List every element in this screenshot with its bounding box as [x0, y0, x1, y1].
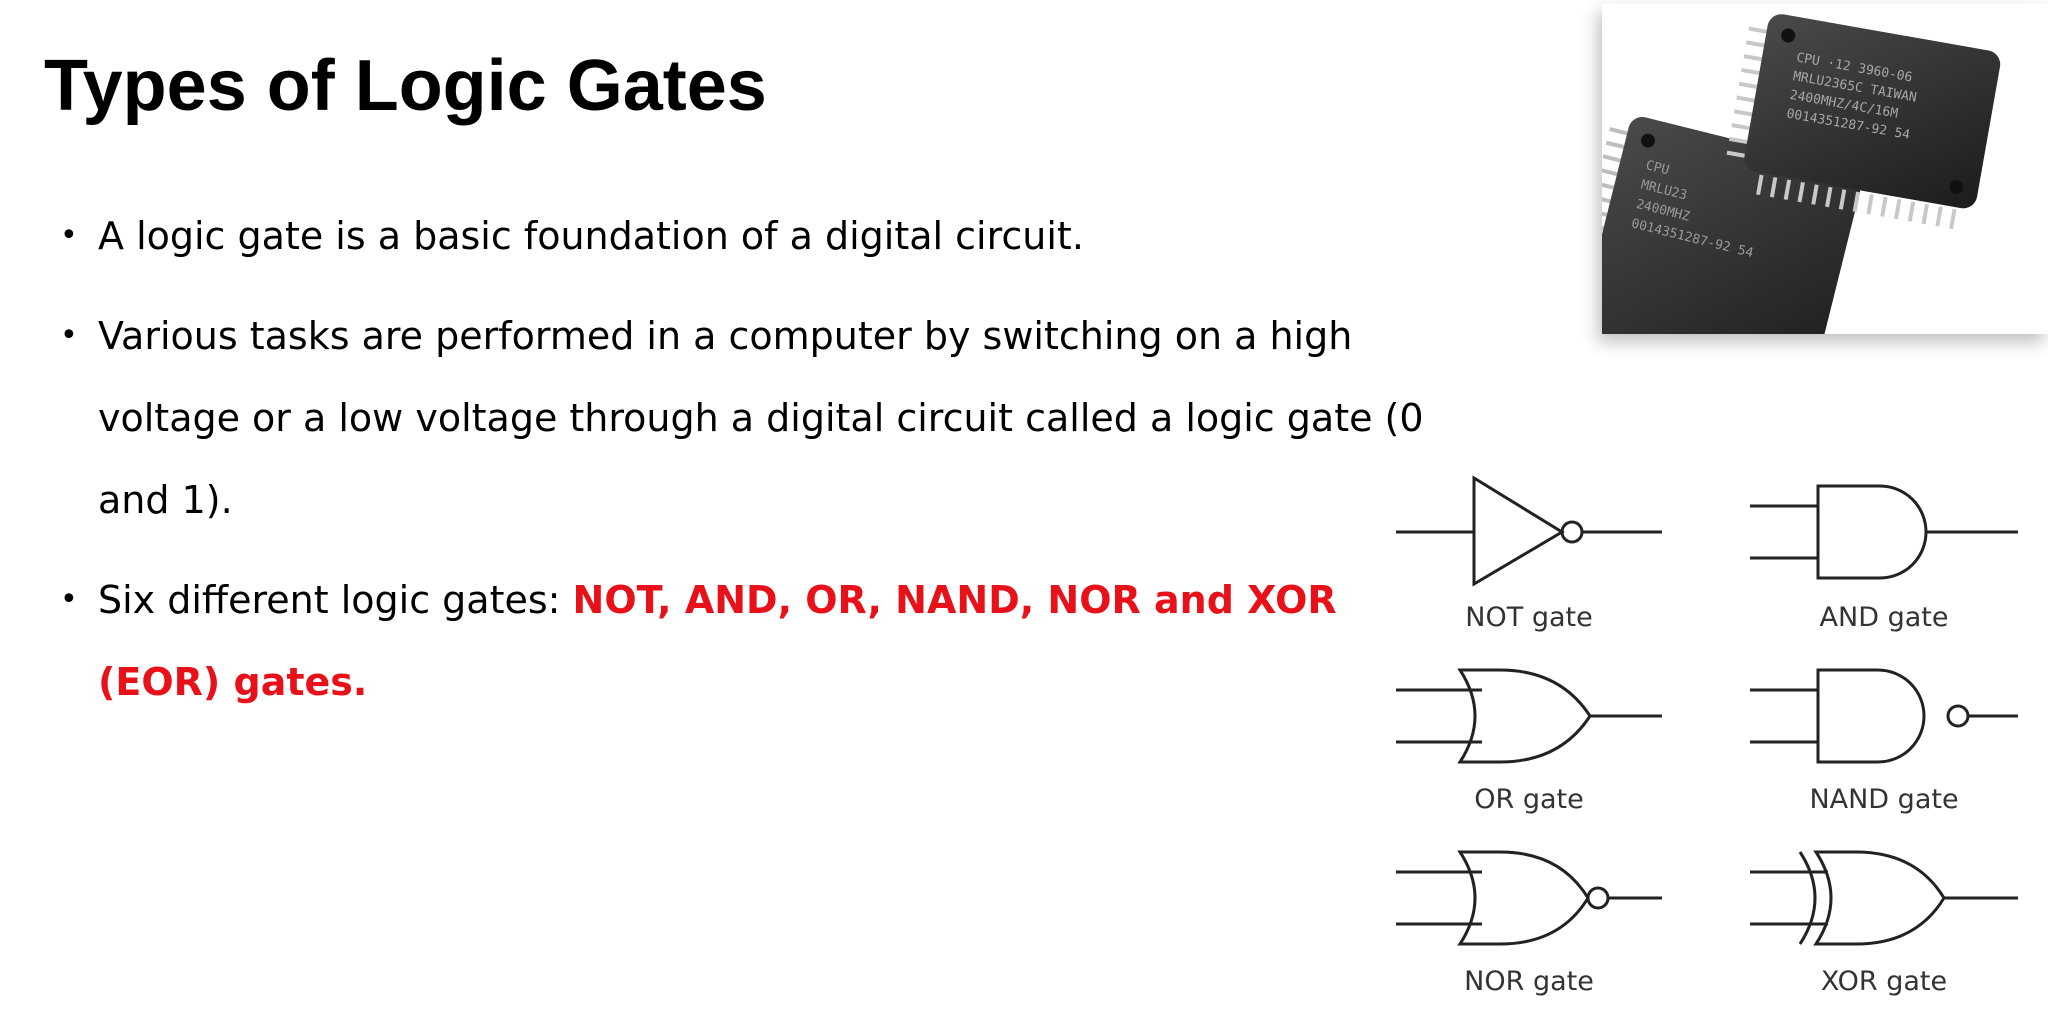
or-gate-label: OR gate [1474, 784, 1583, 815]
cpu-chip-photo: CPU MRLU23 2400MHZ 0014351287-92 54 CPU … [1565, 4, 2048, 410]
or-gate-icon [1396, 668, 1662, 764]
and-gate-icon [1750, 484, 2018, 580]
bullet-item: • A logic gate is a basic foundation of … [60, 195, 1460, 277]
gate-list-highlight: NOT, AND, OR, NAND, NOR and XOR (EOR) ga… [98, 578, 1337, 704]
and-gate-label: AND gate [1820, 602, 1949, 633]
bullet-list: • A logic gate is a basic foundation of … [60, 195, 1460, 741]
bullet-text: Six different logic gates: [98, 578, 573, 622]
nand-gate-label: NAND gate [1809, 784, 1958, 815]
xor-gate-icon [1750, 850, 2018, 946]
bullet-dot-icon: • [60, 582, 78, 617]
bullet-dot-icon: • [60, 318, 78, 353]
not-gate-label: NOT gate [1465, 602, 1592, 633]
nor-gate-label: NOR gate [1464, 966, 1594, 997]
nor-gate-icon [1396, 850, 1662, 946]
bullet-dot-icon: • [60, 218, 78, 253]
bullet-text: Various tasks are performed in a compute… [98, 314, 1424, 522]
cpu-chips-icon: CPU MRLU23 2400MHZ 0014351287-92 54 CPU … [1565, 14, 2001, 410]
bullet-item: • Various tasks are performed in a compu… [60, 295, 1460, 541]
chip-text: CPU [1644, 158, 1670, 178]
xor-gate-label: XOR gate [1821, 966, 1947, 997]
nand-gate-icon [1750, 668, 2018, 764]
bullet-text: A logic gate is a basic foundation of a … [98, 214, 1084, 258]
logic-gates-diagram: NOT gate AND gate OR gate NAND gate NOR … [1396, 475, 2018, 997]
bullet-item: • Six different logic gates: NOT, AND, O… [60, 559, 1460, 723]
not-gate-icon [1396, 475, 1662, 587]
slide-title: Types of Logic Gates [44, 46, 767, 126]
